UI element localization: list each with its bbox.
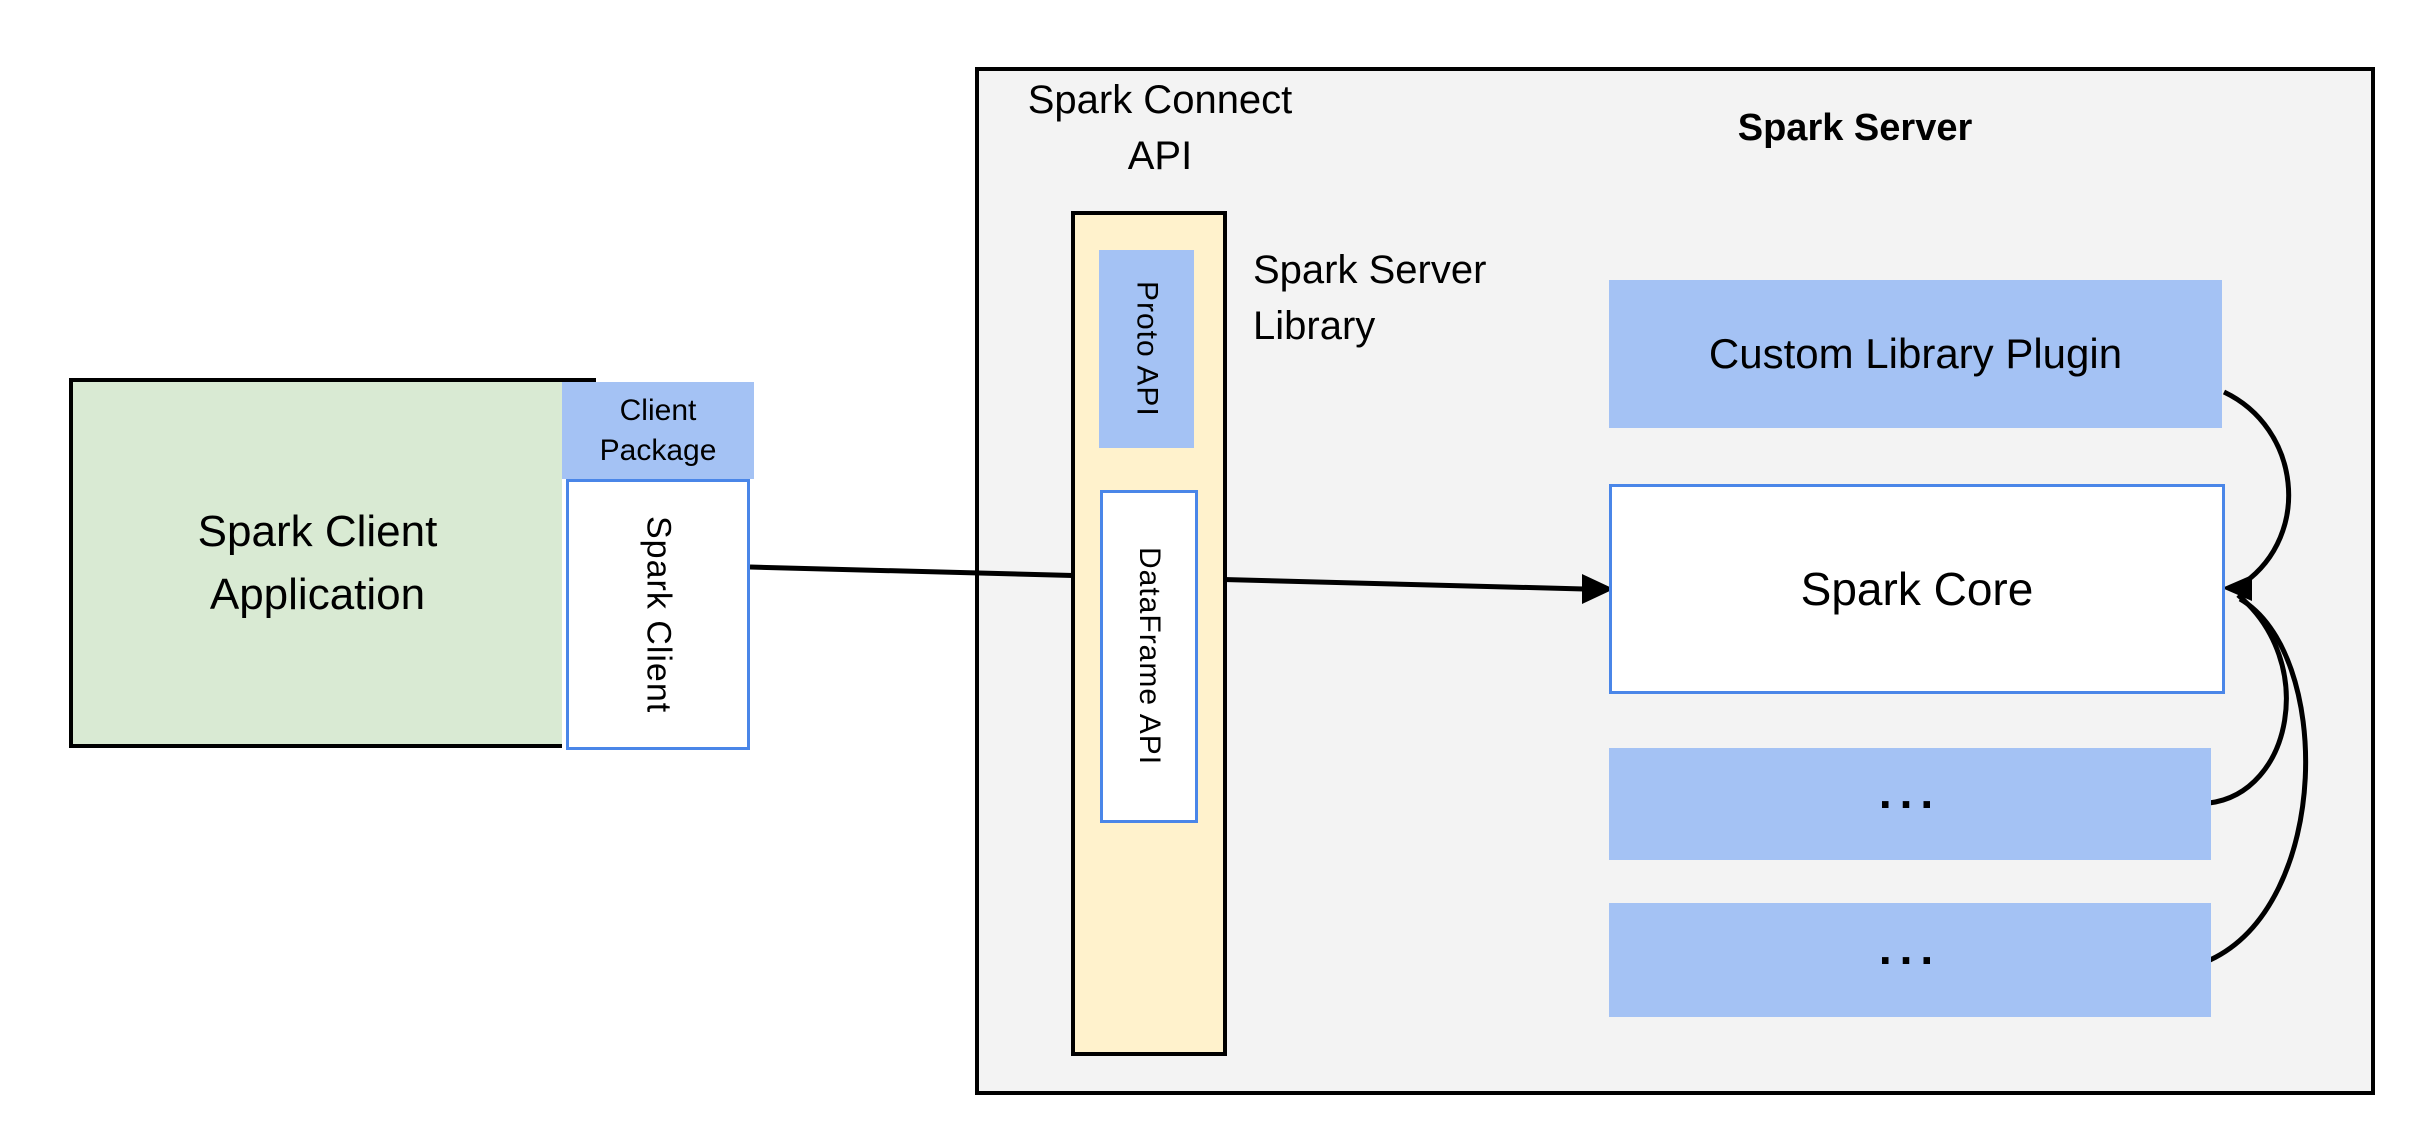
dots1-to-core-curve [2208,593,2289,806]
proto-api-box: Proto API [1099,250,1194,448]
spark-client-lib-box: Spark Client [566,479,750,750]
server-module-box-1: ... [1609,748,2211,860]
dots2-to-core-curve [2208,596,2309,963]
spark-client-app-label: Spark Client Application [197,507,438,619]
server-module-box-2: ... [1609,903,2211,1017]
proto-api-label: Proto API [1130,281,1164,417]
connect-api-title: Spark Connect API [1027,78,1293,178]
custom-library-plugin-label: Custom Library Plugin [1708,330,2123,377]
server-library-label: Spark Server Library [1253,248,1487,348]
spark-server-title: Spark Server [1737,107,1973,149]
core-right-arrowhead [2222,575,2252,601]
spark-client-app-box: Spark Client Application [69,378,562,748]
spark-client-lib-label: Spark Client [639,515,678,714]
custom-library-plugin-box: Custom Library Plugin [1609,280,2222,428]
spark-core-label: Spark Core [1800,563,2034,615]
app-box-top-border-extension [562,378,596,382]
ellipsis-label-2: ... [1878,922,1942,974]
dataframe-api-box: DataFrame API [1100,490,1198,823]
dataframe-api-label: DataFrame API [1133,547,1166,766]
spark-core-box: Spark Core [1609,484,2225,694]
ellipsis-label-1: ... [1878,766,1942,818]
client-package-box: Client Package [562,382,754,479]
plugin-to-core-curve [2222,389,2292,586]
client-package-label: Client Package [599,393,717,467]
core-left-arrowhead [1582,574,1614,604]
